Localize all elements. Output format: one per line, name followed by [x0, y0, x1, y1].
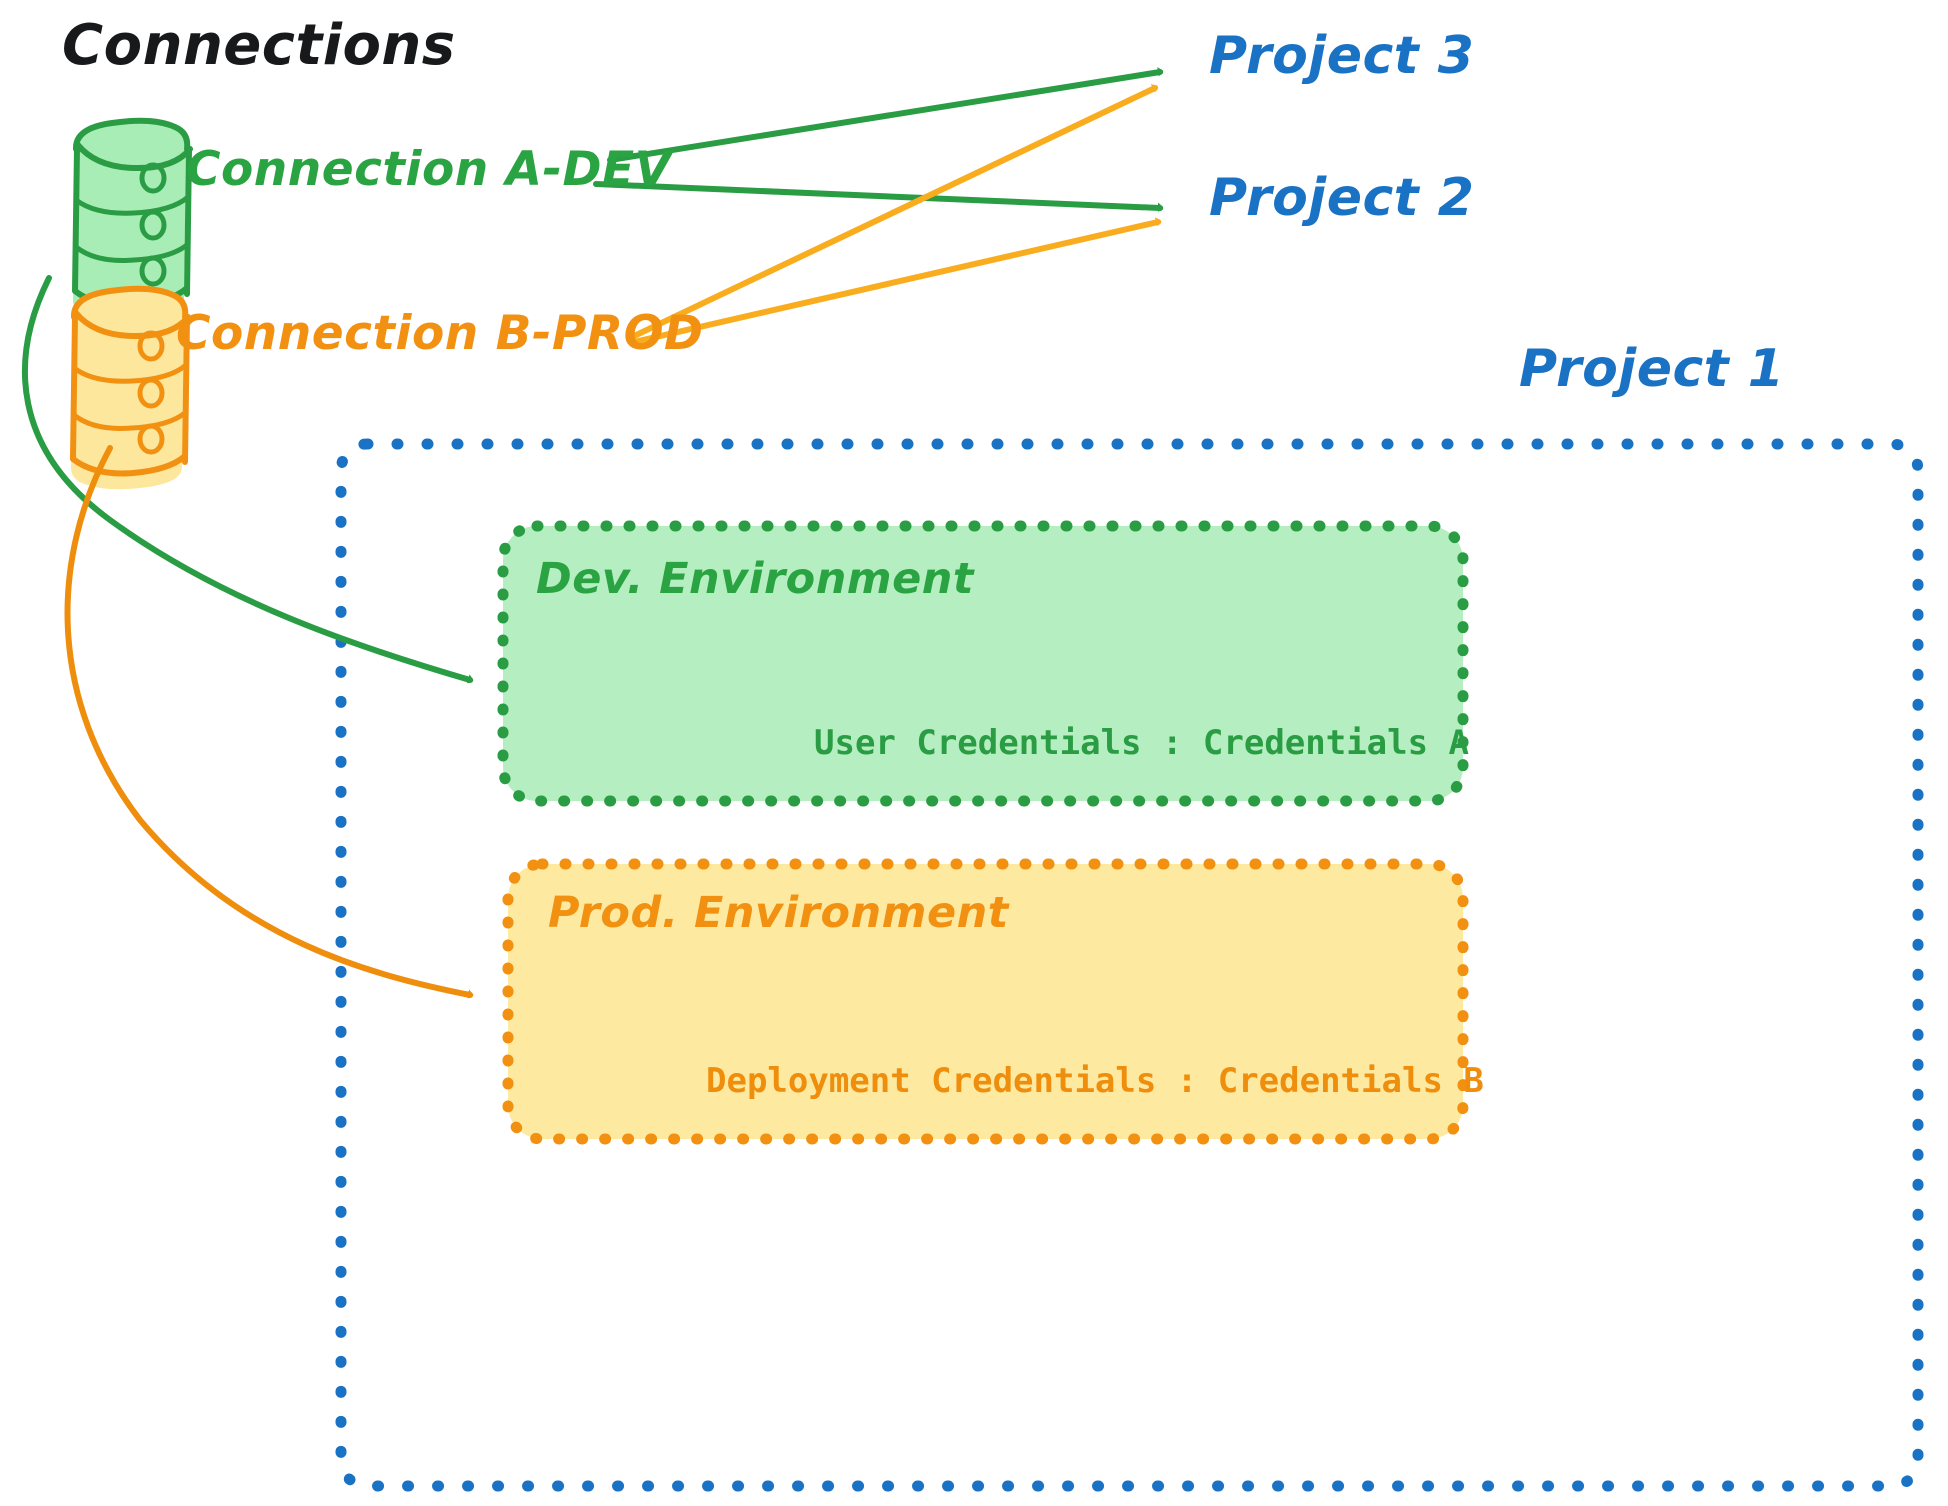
edge-a-dev-to-project-3: [607, 72, 1160, 163]
edge-a-dev-to-project-2: [593, 181, 1160, 208]
connection-a-dev-label: Connection A-DEV: [186, 142, 672, 197]
project-1-container: [335, 438, 1924, 1492]
dev-environment-title: Dev. Environment: [536, 554, 974, 604]
project-1-label: Project 1: [1519, 339, 1785, 399]
project-3-label: Project 3: [1209, 26, 1475, 86]
page-title: Connections: [62, 13, 456, 78]
edge-b-prod-to-project-3: [631, 88, 1155, 339]
prod-environment-credentials: Deployment Credentials : Credentials B: [706, 1061, 1484, 1101]
edge-a-dev-to-dev-environment: [22, 275, 470, 680]
dev-environment-box: [497, 520, 1469, 807]
prod-environment-box: [502, 858, 1469, 1145]
connection-b-prod-label: Connection B-PROD: [176, 306, 704, 361]
edge-b-prod-to-prod-environment: [64, 445, 470, 995]
prod-environment-title: Prod. Environment: [548, 888, 1009, 938]
edge-b-prod-to-project-2: [631, 222, 1158, 345]
database-icon-connection-b-prod: [70, 285, 191, 490]
dev-environment-credentials: User Credentials : Credentials A: [814, 723, 1470, 763]
project-2-label: Project 2: [1209, 168, 1475, 228]
